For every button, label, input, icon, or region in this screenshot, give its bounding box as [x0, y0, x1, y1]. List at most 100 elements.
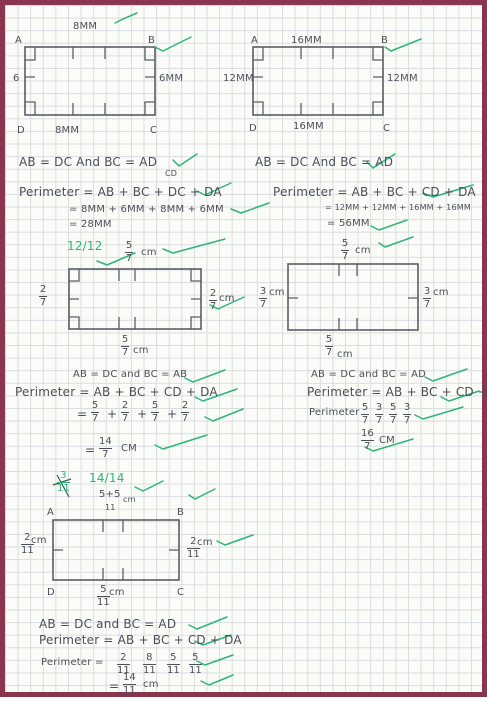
rectangle-abcd-5 — [52, 519, 180, 581]
score-1: 12/12 — [67, 239, 103, 253]
fig2-vertex-d: D — [249, 123, 257, 134]
work3-answer-unit: CM — [121, 443, 138, 454]
fig2-vertex-a: A — [251, 35, 259, 46]
fig5-vertex-a: A — [47, 507, 55, 518]
work1-line4: = 28MM — [69, 219, 112, 230]
work4-line1: AB = DC and BC = AD — [311, 369, 427, 380]
work5-answer-eq: = — [109, 679, 120, 693]
tick-marks-1 — [25, 47, 155, 115]
fig1-right-label: 6MM — [159, 73, 184, 84]
work4-answer-unit: CM — [379, 435, 396, 446]
work5-line1: AB = DC and BC = AD — [39, 617, 177, 631]
work1-line3: = 8MM + 6MM + 8MM + 6MM — [69, 204, 224, 215]
fig5-left-unit: cm — [31, 535, 47, 546]
fig3-right-unit: cm — [219, 293, 235, 304]
rectangle-abcd-4 — [287, 263, 419, 331]
tick-marks-3 — [69, 269, 201, 329]
work2-line2: Perimeter = AB + BC + CD + DA — [273, 185, 476, 199]
work4-line3: Perimeter — [309, 407, 360, 418]
work3-plus1: + — [107, 407, 118, 421]
work5-line3: Perimeter = — [41, 657, 104, 668]
fig5-bottom-unit: cm — [109, 587, 125, 598]
work3-eq: = — [77, 407, 88, 421]
fig2-left-label: 12MM — [223, 73, 254, 84]
work3-line1: AB = DC and BC = AB — [73, 369, 188, 380]
fig5-vertex-c: C — [177, 587, 185, 598]
fig1-top-label: 8MM — [73, 21, 98, 32]
fig4-bottom-unit: cm — [337, 349, 353, 360]
fig4-left-unit: cm — [269, 287, 285, 298]
work3-plus2: + — [137, 407, 148, 421]
work3-line2: Perimeter = AB + BC + CD + DA — [15, 385, 218, 399]
rectangle-abcd-1 — [24, 46, 156, 116]
work3-answer-eq: = — [85, 443, 96, 457]
fig5-top-unit: cm — [123, 495, 136, 504]
fig2-right-label: 12MM — [387, 73, 418, 84]
rectangle-abcd-2 — [252, 46, 384, 116]
fig1-bottom-label: 8MM — [55, 125, 80, 136]
fig5-top-label: 5+5 — [99, 489, 121, 500]
fig5-vertex-b: B — [177, 507, 185, 518]
fig1-vertex-a: A — [15, 35, 23, 46]
tick-marks-2 — [253, 47, 383, 115]
fig5-top-denominator: 11 — [105, 503, 116, 512]
work1-correction: CD — [165, 169, 178, 178]
work1-line1: AB = DC And BC = AD — [19, 155, 158, 169]
tick-marks-4 — [288, 264, 418, 330]
fig3-top-unit: cm — [141, 247, 157, 258]
fig2-bottom-label: 16MM — [293, 121, 324, 132]
fig3-bottom-unit: cm — [133, 345, 149, 356]
work2-line4: = 56MM — [327, 218, 370, 229]
fig1-left-label: 6 — [13, 73, 20, 84]
work3-plus3: + — [167, 407, 178, 421]
work2-line1: AB = DC And BC = AD — [255, 155, 394, 169]
fig4-right-unit: cm — [433, 287, 449, 298]
fig2-vertex-b: B — [381, 35, 389, 46]
fig1-vertex-c: C — [150, 125, 158, 136]
drawing-layer — [24, 12, 480, 686]
fig2-vertex-c: C — [383, 123, 391, 134]
green-check-marks — [96, 12, 480, 686]
tick-marks-5 — [53, 520, 179, 580]
fig4-top-unit: cm — [355, 245, 371, 256]
fig2-top-label: 16MM — [291, 35, 322, 46]
work5-answer-unit: cm — [143, 679, 159, 690]
work5-line2: Perimeter = AB + BC + CD + DA — [39, 633, 242, 647]
work2-line3: = 12MM + 12MM + 16MM + 16MM — [325, 203, 471, 212]
fig5-right-unit: cm — [197, 537, 213, 548]
work4-line2: Perimeter = AB + BC + CD + DA — [307, 385, 487, 399]
score-2: 14/14 — [89, 471, 125, 485]
work1-line2: Perimeter = AB + BC + DC + DA — [19, 185, 222, 199]
fig5-vertex-d: D — [47, 587, 55, 598]
fig1-vertex-b: B — [148, 35, 156, 46]
fig1-vertex-d: D — [17, 125, 25, 136]
